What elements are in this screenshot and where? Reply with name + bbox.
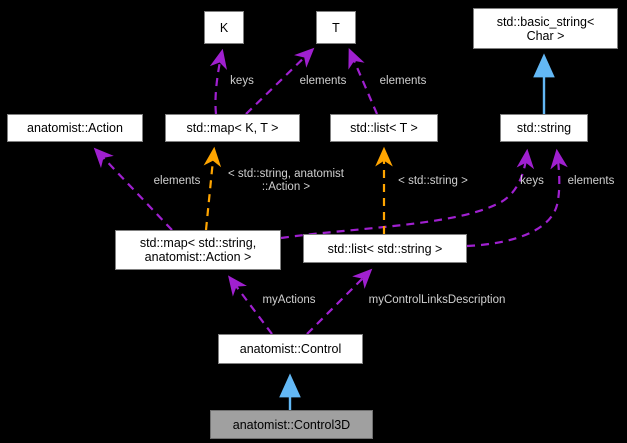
- edge-label-keys-map-k: keys: [230, 75, 254, 87]
- edge-map_kt-to-T: [245, 47, 315, 115]
- class-node-map_kt[interactable]: std::map< K, T >: [165, 114, 300, 142]
- edge-map_string_action-to-map_kt: [203, 146, 222, 231]
- edge-control-to-list_string: [306, 268, 373, 335]
- edge-label-myactions: myActions: [262, 294, 316, 306]
- edge-label-tmpl-list-args: < std::string >: [398, 175, 468, 187]
- edge-label-keys-string: keys: [520, 175, 544, 187]
- edge-map_string_action-to-action: [93, 147, 173, 231]
- edge-label-elements-string: elements: [567, 175, 615, 187]
- class-node-action[interactable]: anatomist::Action: [7, 114, 143, 142]
- edge-label-tmpl-map-args: < std::string, anatomist ::Action >: [227, 168, 344, 193]
- edge-label-elements-list-t: elements: [379, 75, 427, 87]
- class-node-map_string_action[interactable]: std::map< std::string, anatomist::Action…: [115, 230, 281, 270]
- edge-list_string-to-string: [466, 148, 568, 248]
- class-node-string[interactable]: std::string: [500, 114, 588, 142]
- class-node-basic_string[interactable]: std::basic_string< Char >: [473, 8, 618, 49]
- edge-map_string_action-to-string: [280, 148, 535, 240]
- class-node-T[interactable]: T: [316, 11, 356, 44]
- edge-map_kt-to-K: [209, 48, 228, 115]
- class-node-control[interactable]: anatomist::Control: [218, 334, 363, 364]
- edge-list_t-to-T: [348, 47, 379, 115]
- class-node-list_string[interactable]: std::list< std::string >: [303, 234, 467, 263]
- edge-label-mycontrollinks: myControlLinksDescription: [368, 294, 506, 306]
- edge-control-to-map_string_action: [228, 275, 273, 335]
- class-node-control3d[interactable]: anatomist::Control3D: [210, 410, 373, 439]
- edge-label-elements-map-t: elements: [299, 75, 347, 87]
- class-node-list_t[interactable]: std::list< T >: [330, 114, 438, 142]
- edge-label-elements-map-action: elements: [153, 175, 201, 187]
- class-node-K[interactable]: K: [204, 11, 244, 44]
